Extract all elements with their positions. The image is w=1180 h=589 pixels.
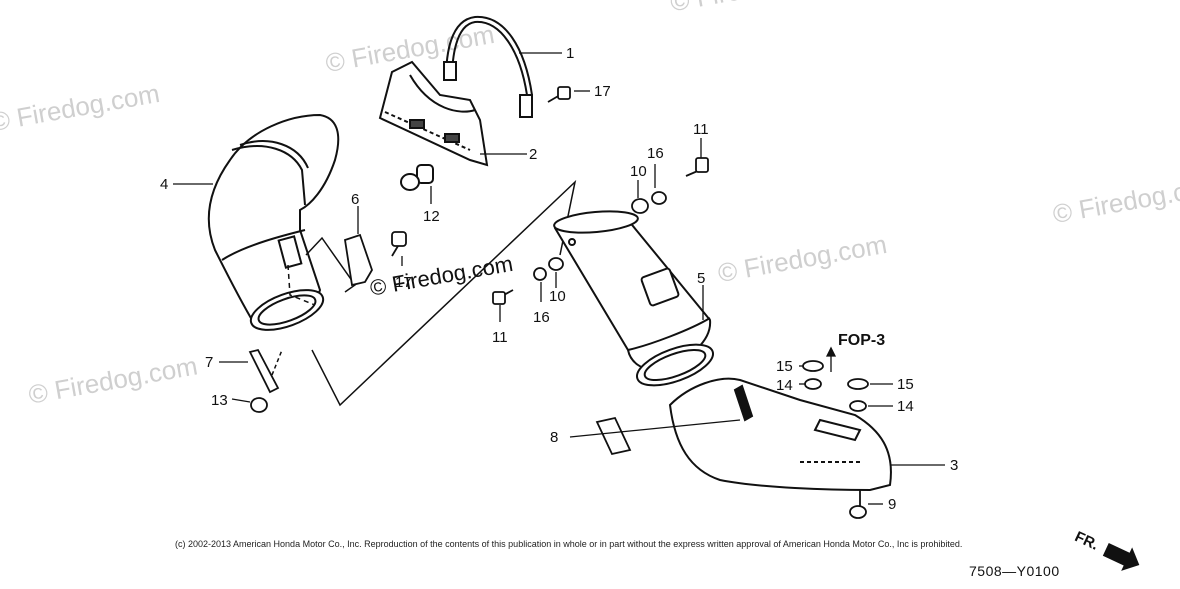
callout-number: 5 (697, 270, 705, 287)
part-seal (595, 416, 632, 456)
callout-number: 13 (211, 392, 228, 409)
callout-number: 15 (897, 376, 914, 393)
watermark-layer: © Firedog.com © Firedog.com © Firedog.co… (0, 0, 1180, 410)
part-bolt (391, 231, 407, 257)
callout-number: 4 (160, 176, 168, 193)
part-pin (248, 348, 280, 394)
callout-number: 7 (205, 354, 213, 371)
part-clamp-wire (443, 15, 533, 118)
part-screw (849, 490, 867, 519)
callout-number: 17 (594, 83, 611, 100)
part-hardware-middle (492, 257, 564, 305)
leader-lines (173, 52, 945, 505)
part-cover (668, 377, 892, 492)
part-bolt (547, 86, 571, 103)
callout-number: 14 (897, 398, 914, 415)
reference-label: FOP-3 (838, 332, 885, 349)
callout-number: 10 (549, 288, 566, 305)
part-holder (378, 60, 489, 167)
part-hardware-upper (631, 157, 709, 214)
watermark-text: © Firedog.com (668, 0, 842, 17)
part-intake-tube (553, 210, 714, 387)
callout-number: 16 (647, 145, 664, 162)
callout-number: 8 (550, 429, 558, 446)
callout-number: 2 (529, 146, 537, 163)
watermark-text: © Firedog.com (0, 78, 162, 137)
callout-number: 11 (693, 121, 709, 138)
callouts: 1 2 3 4 5 6 7 8 9 10 10 11 11 12 13 14 1… (160, 45, 958, 513)
callout-number: 1 (566, 45, 574, 62)
callout-number: 3 (950, 457, 958, 474)
front-marker-label: FR. (1072, 528, 1101, 554)
callout-number: 12 (423, 208, 440, 225)
callout-number: 6 (351, 191, 359, 208)
arrow-right-icon (1102, 543, 1140, 571)
callout-number: 14 (776, 377, 793, 394)
callout-number: 15 (776, 358, 793, 375)
part-cap (250, 397, 268, 413)
watermark-text: © Firedog.com (716, 229, 890, 288)
copyright-notice: (c) 2002-2013 American Honda Motor Co., … (175, 539, 963, 549)
part-grommet (400, 164, 434, 191)
callout-number: 16 (533, 309, 550, 326)
callout-number: 10 (630, 163, 647, 180)
callout-number: 9 (888, 496, 896, 513)
part-clip (343, 233, 373, 287)
callout-number: 17 (395, 274, 412, 291)
part-washers (802, 360, 869, 412)
watermark-text: © Firedog.com (1050, 170, 1180, 229)
watermark-text: © Firedog.com (26, 351, 200, 410)
front-marker: FR. (1072, 528, 1140, 571)
part-elbow-duct (207, 113, 340, 331)
diagram-code: 7508—Y0100 (969, 563, 1060, 579)
callout-number: 11 (492, 329, 508, 346)
